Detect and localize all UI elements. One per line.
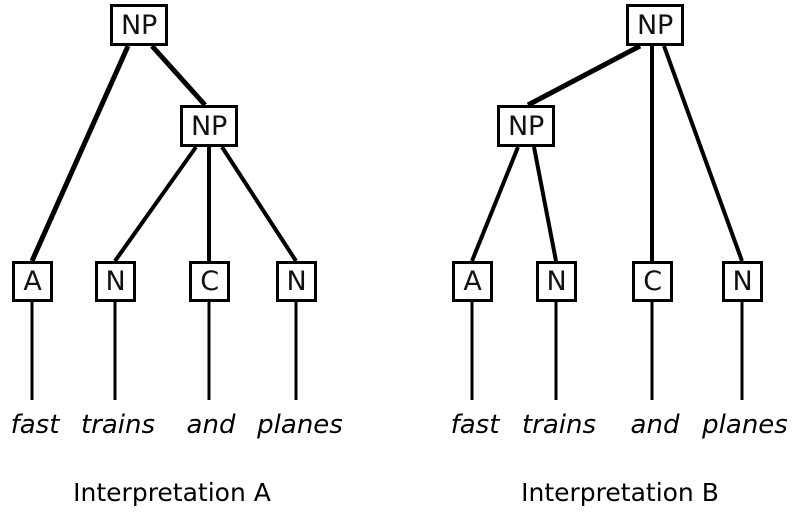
tree-node-label: C bbox=[643, 266, 662, 297]
tree-node-label: N bbox=[286, 266, 307, 297]
tree-node-b-np-root: NP bbox=[626, 4, 684, 46]
tree-node-label: N bbox=[546, 266, 567, 297]
tree-node-label: NP bbox=[637, 9, 673, 41]
tree-node-label: NP bbox=[121, 9, 157, 41]
tree-node-label: A bbox=[463, 266, 482, 297]
leaf-word: planes bbox=[702, 410, 788, 440]
tree-branch bbox=[662, 45, 744, 262]
tree-node-a-np-inner: NP bbox=[180, 105, 238, 147]
tree-node-a-pos-c: C bbox=[189, 261, 230, 302]
tree-branch bbox=[526, 43, 642, 108]
tree-node-a-pos-a: A bbox=[12, 261, 53, 302]
tree-node-label: C bbox=[200, 266, 219, 297]
tree-node-label: NP bbox=[508, 110, 544, 142]
tree-branch bbox=[220, 145, 298, 263]
tree-node-b-pos-n1: N bbox=[536, 261, 577, 302]
leaf-word: planes bbox=[257, 410, 343, 440]
leaf-word: trains bbox=[80, 410, 156, 440]
tree-node-label: NP bbox=[191, 110, 227, 142]
tree-node-a-pos-n1: N bbox=[95, 261, 136, 302]
leaf-word: fast bbox=[450, 410, 500, 440]
tree-caption-tree-a: Interpretation A bbox=[73, 478, 271, 507]
tree-caption-tree-b: Interpretation B bbox=[521, 478, 719, 507]
tree-node-label: N bbox=[105, 266, 126, 297]
leaf-word: and bbox=[630, 410, 680, 440]
tree-branch bbox=[150, 44, 207, 107]
leaf-word: trains bbox=[521, 410, 597, 440]
leaf-word: fast bbox=[10, 410, 60, 440]
tree-node-b-pos-a: A bbox=[452, 261, 493, 302]
tree-branch bbox=[113, 145, 198, 263]
leaf-word: and bbox=[186, 410, 236, 440]
tree-node-label: N bbox=[732, 266, 753, 297]
tree-node-b-pos-n2: N bbox=[722, 261, 763, 302]
tree-branch bbox=[29, 44, 131, 263]
tree-node-a-np-root: NP bbox=[110, 4, 168, 46]
tree-node-a-pos-n2: N bbox=[276, 261, 317, 302]
tree-node-b-np-inner: NP bbox=[497, 105, 555, 147]
tree-branch bbox=[470, 146, 520, 262]
tree-node-b-pos-c: C bbox=[632, 261, 673, 302]
tree-node-label: A bbox=[23, 266, 42, 297]
tree-branch bbox=[532, 146, 558, 262]
